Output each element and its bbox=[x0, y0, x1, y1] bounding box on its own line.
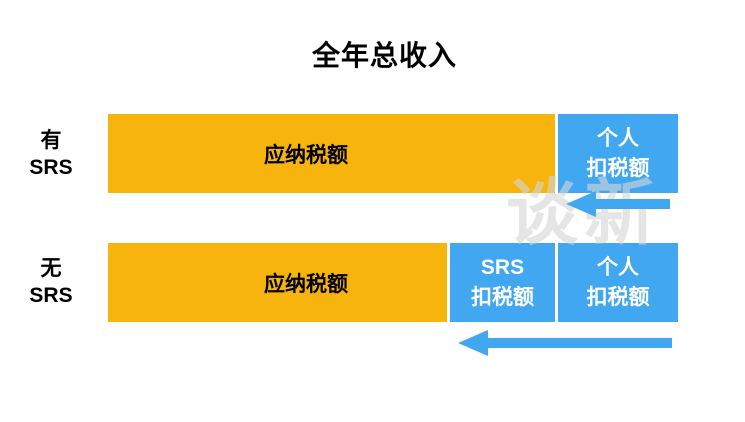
row-label-line: SRS bbox=[29, 156, 73, 179]
personal-relief-label-line: 扣税额 bbox=[586, 156, 650, 180]
srs-relief-label-line: 扣税额 bbox=[471, 285, 534, 309]
row-label-line: 无 bbox=[40, 257, 62, 280]
srs-relief-label-line: SRS bbox=[480, 255, 525, 279]
row-label-without-srs: 无 SRS bbox=[12, 255, 90, 309]
watermark-text: 谈新 bbox=[506, 174, 663, 254]
taxable-amount-bar-row2 bbox=[108, 243, 447, 322]
personal-relief-bar-row1: 个人 扣税额 bbox=[558, 114, 678, 193]
personal-relief-bar-row2: 个人 扣税额 bbox=[558, 243, 678, 322]
row-label-with-srs: 有 SRS bbox=[12, 127, 90, 181]
taxable-amount-bar-row1 bbox=[108, 114, 555, 193]
left-arrow-icon bbox=[562, 189, 674, 224]
left-arrow-icon bbox=[454, 328, 676, 363]
personal-relief-label-line: 扣税额 bbox=[586, 285, 650, 309]
row-label-line: SRS bbox=[29, 284, 73, 307]
page-title: 全年总收入 bbox=[311, 40, 457, 71]
personal-relief-label-line: 个人 bbox=[597, 255, 639, 279]
srs-relief-bar-row2: SRS 扣税额 bbox=[450, 243, 555, 322]
row-label-line: 有 bbox=[40, 129, 62, 152]
personal-relief-label-line: 个人 bbox=[597, 126, 639, 150]
